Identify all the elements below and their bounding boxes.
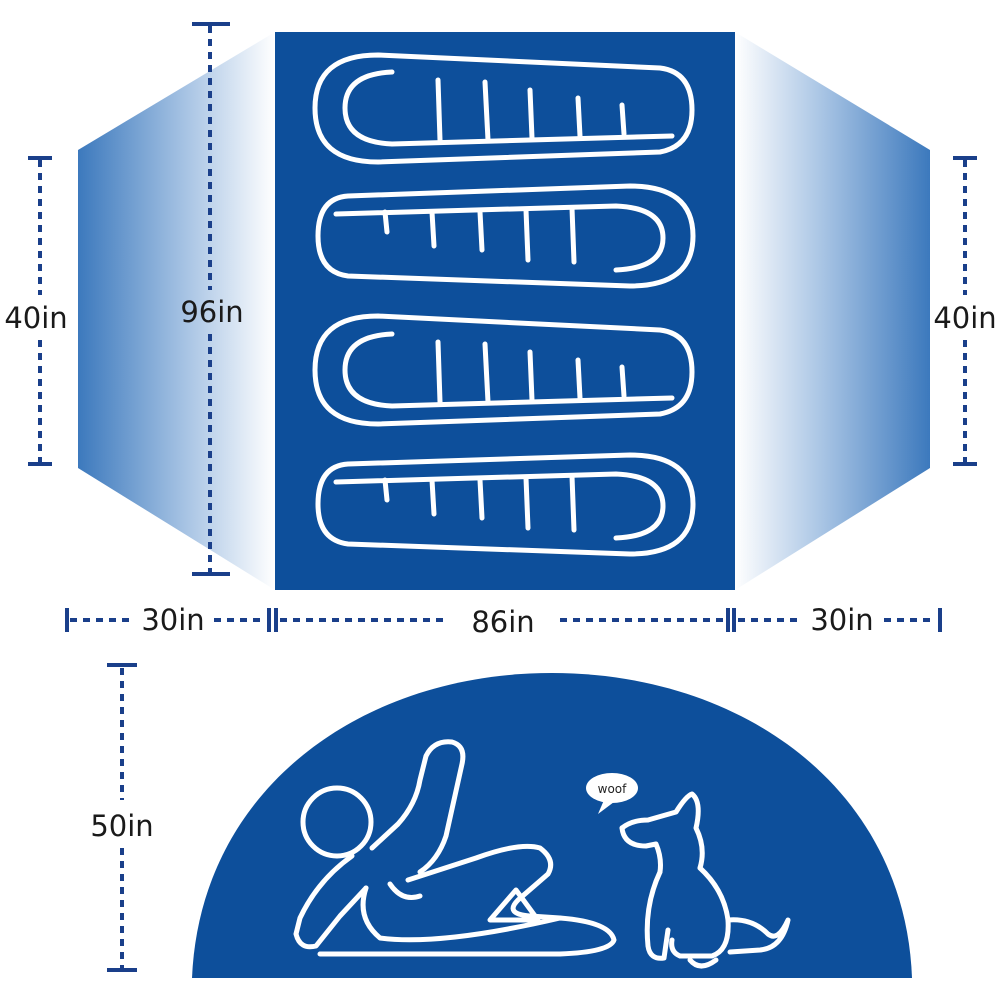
sleeping-bag-icon: [315, 452, 696, 557]
right-vestibule-height-label: 40in: [933, 301, 996, 335]
peak-height-dimension: [107, 663, 137, 972]
peak-height-label: 50in: [90, 809, 153, 843]
left-vestibule-depth-label: 30in: [141, 603, 204, 637]
person-icon: [293, 739, 617, 957]
right-vestibule-depth-label: 30in: [810, 603, 873, 637]
sleeping-bag-icon: [312, 313, 695, 427]
speech-bubble: woof: [586, 773, 638, 814]
speech-bubble-text: woof: [598, 782, 627, 796]
sleeping-bag-icon: [312, 52, 695, 165]
right-vestibule: [735, 32, 930, 590]
dimension-lines: [28, 22, 977, 632]
left-vestibule: [78, 32, 275, 590]
floor-length-label: 96in: [180, 295, 243, 329]
floor-width-label: 86in: [471, 605, 534, 639]
sleeping-bag-icon: [315, 183, 696, 289]
tent-dome: [192, 673, 912, 978]
dog-icon: [619, 791, 791, 969]
sleeping-bags: [312, 52, 696, 557]
floor-plan: 40in 96in 40in 30in 86in 30in: [4, 22, 997, 639]
side-view: 50in woof: [90, 663, 912, 978]
left-vestibule-height-label: 40in: [4, 301, 67, 335]
